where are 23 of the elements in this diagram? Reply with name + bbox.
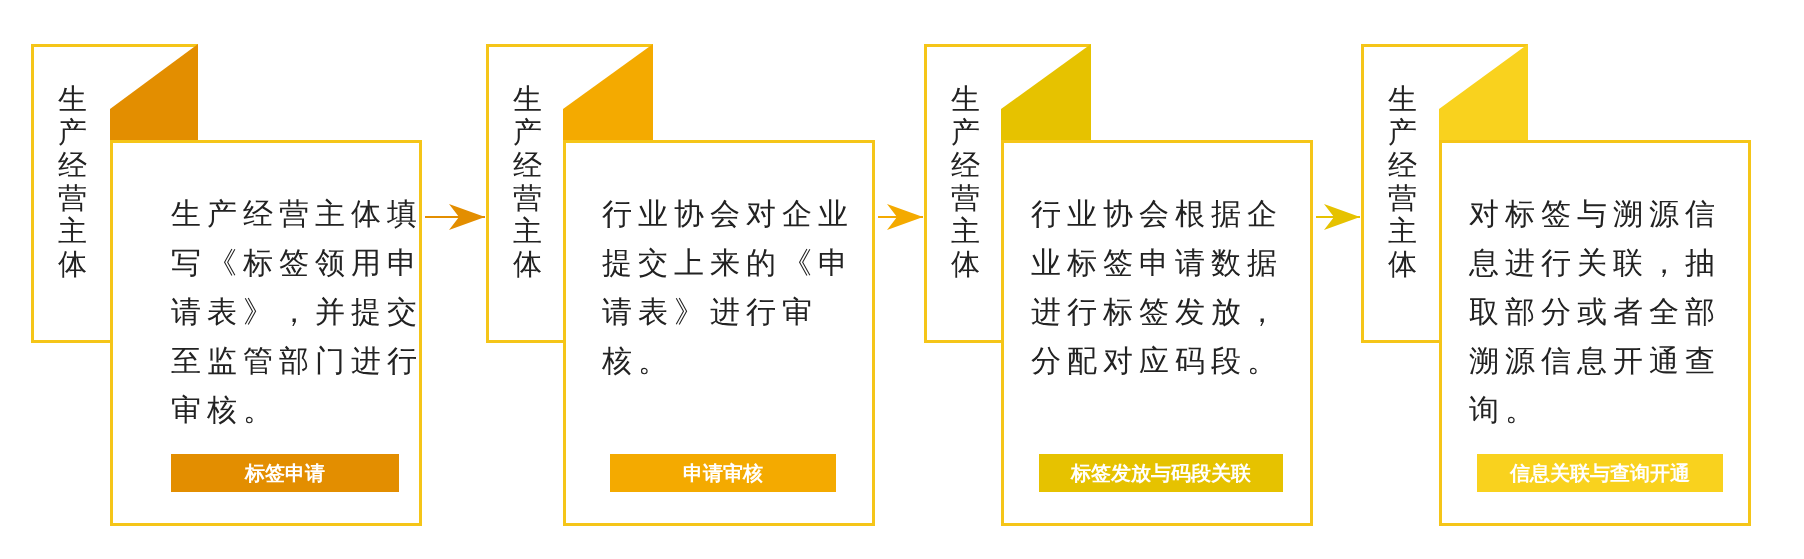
- step-description: 行业协会根据企业标签申请数据进行标签发放，分配对应码段。: [1031, 195, 1284, 380]
- step-label-banner: 信息关联与查询开通: [1477, 454, 1723, 492]
- step-card: [110, 140, 422, 526]
- vertical-text: 生产经营主体: [951, 83, 981, 281]
- step-card: [1439, 140, 1751, 526]
- vertical-text: 生产经营主体: [1388, 83, 1418, 281]
- step-description: 行业协会对企业提交上来的《申请表》进行审核。: [602, 195, 855, 380]
- chevron-arrow: [877, 204, 924, 230]
- back-card: [1361, 44, 1439, 343]
- step-card: [563, 140, 875, 526]
- step-description: 生产经营主体填写《标签领用申请表》，并提交至监管部门进行审核。: [171, 195, 424, 429]
- back-card: [924, 44, 1001, 343]
- step-label-banner: 标签申请: [171, 454, 399, 492]
- back-card: [31, 44, 110, 343]
- vertical-text: 生产经营主体: [58, 83, 88, 281]
- vertical-text: 生产经营主体: [513, 83, 543, 281]
- step-description: 对标签与溯源信息进行关联，抽取部分或者全部溯源信息开通查询。: [1469, 195, 1722, 429]
- step-label-banner: 标签发放与码段关联: [1039, 454, 1283, 492]
- chevron-arrow: [424, 204, 486, 230]
- back-card: [486, 44, 563, 343]
- step-label-banner: 申请审核: [610, 454, 836, 492]
- step-card: [1001, 140, 1313, 526]
- chevron-arrow: [1315, 204, 1361, 230]
